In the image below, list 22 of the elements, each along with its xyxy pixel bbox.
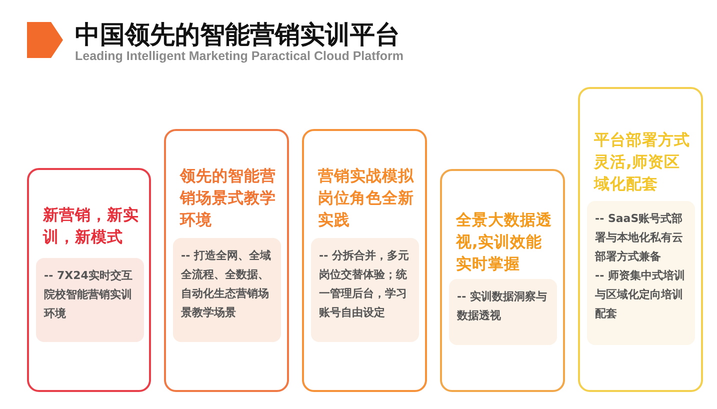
feature-card: [440, 169, 565, 392]
card-heading: 全景大数据透视,实训效能实时掌握: [456, 210, 553, 275]
card-heading: 新营销，新实训，新模式: [43, 205, 140, 248]
description-text: -- 分拆合并，多元岗位交替体验；统一管理后台，学习账号自由设定: [319, 248, 410, 321]
card-heading: 领先的智能营销场景式教学环境: [180, 166, 277, 231]
description-text: -- 打造全网、全域全流程、全数据、自动化生态营销场景教学场景: [181, 248, 272, 321]
feature-card: [302, 129, 427, 392]
feature-card: [27, 168, 151, 392]
card-heading: 营销实战模拟岗位角色全新实践: [318, 166, 415, 231]
page-title: 中国领先的智能营销实训平台: [75, 19, 400, 51]
description-text: -- SaaS账号式部署与本地化私有云部署方式兼备: [595, 211, 684, 265]
description-panel: [173, 238, 281, 342]
description-text: -- 师资集中式培训与区域化定向培训配套: [595, 268, 686, 322]
description-text: -- 7X24实时交互院校智能营销实训环境: [44, 268, 134, 322]
description-panel: [36, 258, 144, 342]
card-heading: 平台部署方式灵活,师资区域化配套: [594, 130, 691, 195]
description-panel: [449, 279, 557, 345]
subtitle: Leading Intelligent Marketing Paractical Cloud Platform: [75, 49, 404, 63]
description-panel: [311, 238, 419, 342]
feature-card: [578, 87, 703, 392]
feature-card: [164, 129, 289, 392]
description-text: -- 实训数据洞察与数据透视: [457, 289, 548, 324]
